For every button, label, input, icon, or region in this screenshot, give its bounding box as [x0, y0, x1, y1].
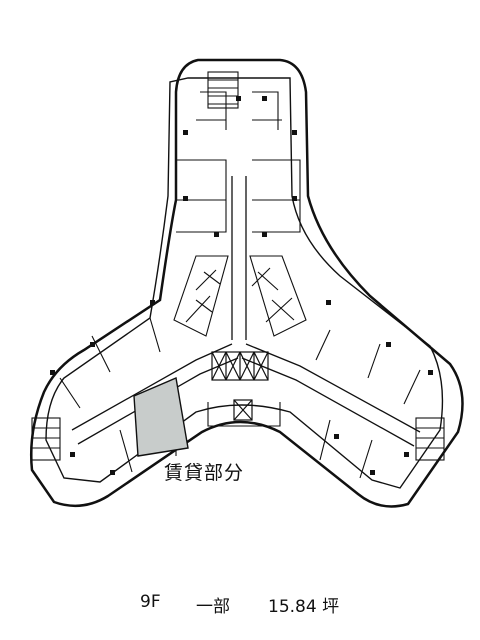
- stair-top: [207, 71, 239, 109]
- columns: [50, 96, 433, 475]
- stair-left: [31, 417, 61, 461]
- shaft-cores: [173, 255, 307, 337]
- corridors: [71, 176, 421, 447]
- stair-right: [415, 417, 445, 461]
- rentable-area: [133, 377, 189, 457]
- floor-plan: [29, 58, 464, 508]
- inner-outline: [45, 77, 444, 489]
- floor-portion: 一部: [196, 597, 230, 617]
- floor-area: 15.84 坪: [268, 597, 340, 617]
- floor-caption: 9F 一部 15.84 坪: [0, 592, 480, 617]
- building-outline: [29, 58, 464, 508]
- core-elevators: [211, 351, 269, 421]
- rentable-area-label: 賃貸部分: [164, 462, 245, 484]
- floor-number: 9F: [140, 592, 161, 612]
